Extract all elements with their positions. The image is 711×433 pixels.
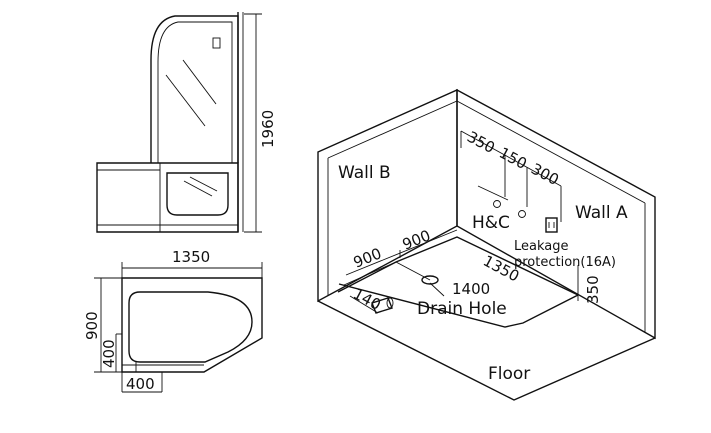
spacing-300-label: 300 [528, 160, 562, 189]
leakage-label-line1: Leakage [514, 239, 569, 254]
side-width-dimension-label: 400 [126, 375, 155, 393]
tub-footprint-edge [343, 261, 397, 286]
dim-140-label: 140 [350, 285, 384, 314]
tub-outline [121, 277, 263, 373]
drain-leader [429, 282, 445, 297]
hc-pipe-line [477, 185, 509, 201]
room-view: 350 150 300 H&C Leakage protection(16A) … [317, 88, 656, 401]
window-reflection [189, 176, 218, 192]
spacing-dimension-line [460, 130, 562, 187]
wall-b-label: Wall B [338, 163, 391, 183]
top-view: 1350 900 400 400 [83, 248, 263, 393]
width-dimension-label: 1350 [172, 248, 210, 266]
spacing-150-label: 150 [496, 144, 530, 173]
depth-dimension-label: 900 [83, 311, 101, 340]
glass-reflection [182, 59, 217, 105]
dim-350-label: 350 [584, 275, 602, 304]
power-socket-icon [545, 217, 558, 233]
wall-a-label: Wall A [575, 203, 628, 223]
glass-door-inner [157, 21, 233, 163]
spacing-350-label: 350 [464, 128, 498, 157]
glass-reflection [165, 74, 206, 127]
dim-900-line [345, 229, 458, 276]
height-dimension-label: 1960 [259, 110, 277, 148]
drain-hole-label: Drain Hole [417, 299, 507, 319]
wall-top-inner [327, 100, 646, 204]
floor-outline [317, 300, 656, 401]
leakage-label-line2: protection(16A) [514, 255, 616, 270]
glass-door-outline [150, 15, 239, 163]
drain-pipe-icon [371, 297, 393, 314]
front-depth-dimension-label: 400 [100, 339, 118, 368]
tub-body [96, 162, 239, 233]
wall-b-panel [317, 88, 458, 303]
tub-basin [128, 291, 253, 363]
hc-label: H&C [472, 213, 510, 233]
drain-hole-icon [421, 275, 439, 285]
tub-window [166, 172, 229, 216]
floor-label: Floor [488, 364, 530, 384]
window-reflection [183, 180, 213, 197]
dim-140-line [349, 295, 379, 314]
side-view: 1960 [96, 12, 277, 233]
drain-pipe-end [386, 297, 394, 309]
cold-water-outlet-icon [518, 210, 526, 218]
door-hinge-top [212, 37, 221, 49]
dim-1400-label: 1400 [452, 280, 490, 298]
hot-water-outlet-icon [493, 200, 501, 208]
